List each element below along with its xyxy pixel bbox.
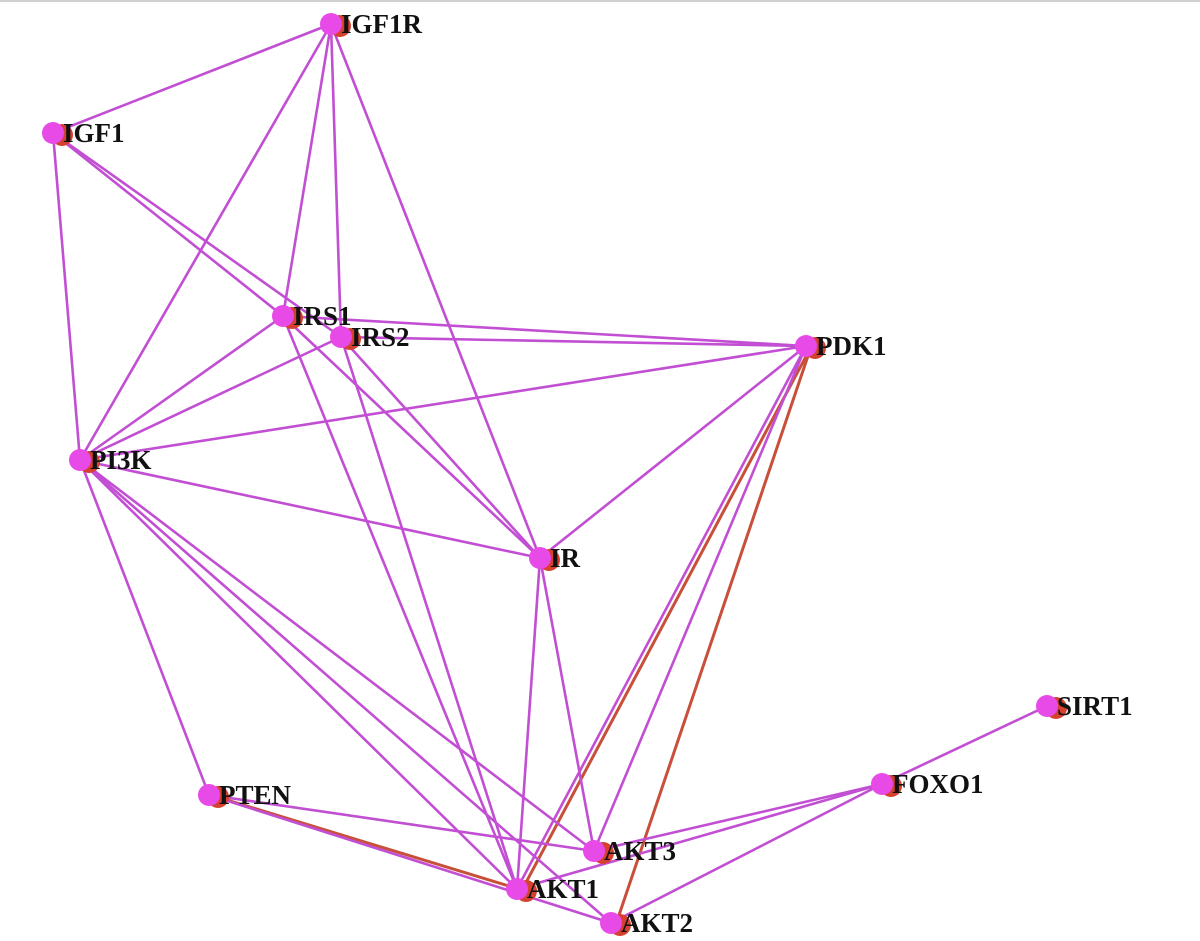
node-pdk1[interactable]	[795, 335, 826, 359]
node-label-irs2: IRS2	[351, 322, 410, 352]
edge-irs1-pi3k	[78, 314, 285, 462]
node-marker	[529, 547, 551, 569]
node-label-akt1: AKT1	[527, 874, 599, 904]
node-igf1[interactable]	[42, 122, 73, 146]
edge-pi3k-akt3	[78, 458, 596, 853]
node-label-igf1: IGF1	[63, 118, 125, 148]
edge-igf1-irs2	[51, 131, 343, 339]
edge-pdk1-ir	[538, 344, 808, 560]
node-label-pi3k: PI3K	[90, 445, 152, 475]
edge-irs2-akt1	[339, 335, 519, 891]
node-sirt1[interactable]	[1036, 695, 1067, 719]
node-marker	[198, 784, 220, 806]
node-label-foxo1: FOXO1	[892, 769, 984, 799]
node-akt2[interactable]	[600, 912, 631, 936]
edge-irs1-pdk1	[281, 314, 808, 348]
edge-pten-akt2	[207, 793, 613, 925]
edge-pi3k-ir	[78, 458, 542, 560]
node-irs2[interactable]	[330, 326, 361, 350]
node-label-akt3: AKT3	[604, 836, 676, 866]
node-marker	[600, 912, 622, 934]
node-marker	[320, 13, 342, 35]
edge-pi3k-pten	[78, 458, 211, 797]
edge-foxo1-sirt1	[880, 704, 1049, 786]
edge-pten-akt3	[207, 793, 596, 853]
nodes-layer	[42, 13, 1067, 936]
edge-pdk1-akt1	[515, 344, 808, 891]
edge-pi3k-akt2	[78, 458, 613, 925]
edge-igf1r-ir	[329, 22, 542, 560]
node-foxo1[interactable]	[871, 773, 902, 797]
edge-irs2-pi3k	[78, 335, 343, 462]
edge-igf1-irs1	[51, 131, 285, 318]
edges-layer	[51, 22, 1049, 926]
edge-irs2-pdk1	[339, 335, 808, 348]
edge-irs2-ir	[339, 335, 542, 560]
node-igf1r[interactable]	[320, 13, 351, 37]
node-marker	[583, 840, 605, 862]
node-marker	[330, 326, 352, 348]
node-marker	[42, 122, 64, 144]
edge-pi3k-akt1	[78, 458, 519, 891]
node-marker	[871, 773, 893, 795]
node-marker	[272, 305, 294, 327]
node-label-igf1r: IGF1R	[341, 9, 423, 39]
edge-igf1r-irs2	[329, 22, 343, 339]
node-label-pdk1: PDK1	[816, 331, 887, 361]
edge-foxo1-akt3	[592, 782, 884, 853]
node-ir[interactable]	[529, 547, 560, 571]
edge-pdk1-pi3k	[78, 344, 808, 462]
node-label-ir: IR	[550, 543, 581, 573]
edge-igf1r-igf1	[51, 22, 333, 135]
node-label-irs1: IRS1	[293, 301, 352, 331]
node-pi3k[interactable]	[69, 449, 100, 473]
edge-irs1-ir	[281, 314, 542, 560]
edge-pdk1-akt2	[614, 345, 813, 926]
edge-ir-akt3	[538, 556, 596, 853]
edge-pdk1-akt1	[520, 345, 813, 892]
edge-foxo1-akt2	[609, 782, 884, 925]
edge-foxo1-akt1	[515, 782, 884, 891]
edge-ir-akt1	[515, 556, 542, 891]
node-marker	[795, 335, 817, 357]
node-pten[interactable]	[198, 784, 229, 808]
node-marker	[1036, 695, 1058, 717]
edge-igf1-pi3k	[51, 131, 82, 462]
edge-igf1r-irs1	[281, 22, 333, 318]
edge-pdk1-akt3	[592, 344, 808, 853]
node-akt3[interactable]	[583, 840, 614, 864]
node-label-pten: PTEN	[219, 780, 292, 810]
node-marker	[69, 449, 91, 471]
edge-irs1-akt1	[281, 314, 519, 891]
node-label-akt2: AKT2	[621, 908, 693, 938]
node-label-sirt1: SIRT1	[1057, 691, 1133, 721]
node-irs1[interactable]	[272, 305, 303, 329]
node-akt1[interactable]	[506, 878, 537, 902]
node-marker	[506, 878, 528, 900]
